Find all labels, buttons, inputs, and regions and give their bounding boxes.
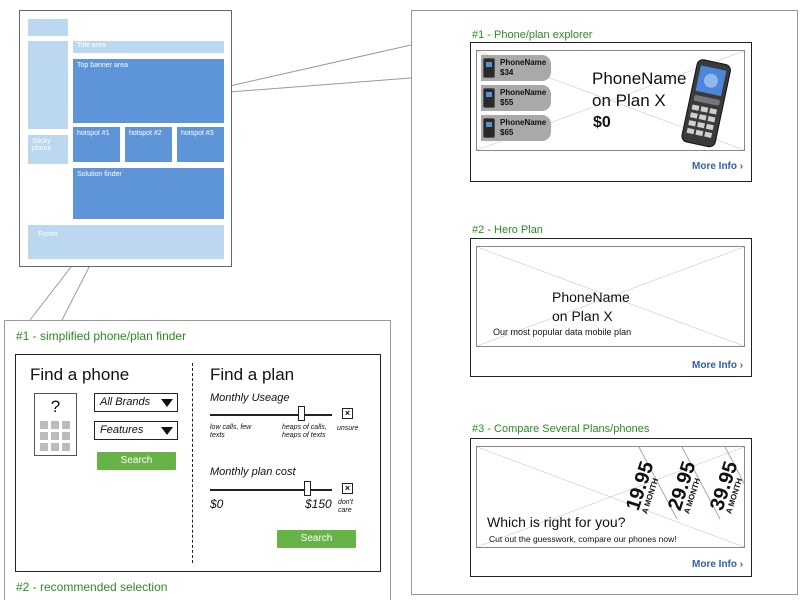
phone-thumbnail-icon [483, 58, 495, 78]
phone-list-item[interactable]: PhoneName $65 [481, 115, 551, 141]
unsure-label: unsure [337, 425, 359, 432]
explorer-headline-2: on Plan X [592, 91, 666, 110]
keypad-icon [40, 421, 70, 451]
phone-thumbnail-icon [483, 88, 495, 108]
hotspot-3-block: hotspot #3 [177, 127, 224, 162]
finder-divider [192, 363, 193, 563]
phone-list-item[interactable]: PhoneName $55 [481, 85, 551, 111]
phone-plan-explorer: PhoneName $34 PhoneName $55 PhoneName $6… [470, 42, 752, 182]
phone-plan-finder: Find a phone ? All Brands Features Searc… [15, 354, 381, 572]
recommended-section-title: #2 - recommended selection [16, 580, 168, 594]
hero-plan: PhoneName on Plan X Our most popular dat… [470, 238, 752, 377]
phone-price: $55 [500, 98, 514, 107]
cost-min-label: $0 [210, 497, 224, 511]
plan-search-button[interactable]: Search [277, 530, 356, 548]
footer-block: Footer [28, 225, 224, 259]
usage-slider-track [210, 414, 332, 416]
hero-subtext: Our most popular data mobile plan [493, 327, 632, 337]
find-phone-heading: Find a phone [30, 365, 130, 384]
page-layout-wireframe: Title area Top banner area Sticky phone … [19, 10, 232, 267]
phone-list-item[interactable]: PhoneName $34 [481, 55, 551, 81]
phone-placeholder-icon: ? [34, 393, 77, 456]
hero-headline-2: on Plan X [552, 308, 613, 324]
compare-title: #3 - Compare Several Plans/phones [472, 423, 650, 435]
phone-name: PhoneName [500, 88, 547, 97]
left-column-block [28, 41, 68, 129]
features-select-value: Features [100, 424, 144, 436]
hero-image-placeholder: PhoneName on Plan X Our most popular dat… [476, 246, 745, 347]
top-banner-block: Top banner area [73, 59, 224, 123]
phone-thumbnail-icon [483, 118, 495, 138]
brand-select-value: All Brands [100, 396, 151, 408]
phone-handset-icon [681, 59, 731, 148]
dont-care-checkbox[interactable]: × [342, 483, 353, 494]
compare-question: Which is right for you? [487, 514, 626, 530]
explorer-more-info-link[interactable]: More Info › [692, 161, 744, 172]
unsure-checkbox[interactable]: × [342, 408, 353, 419]
explorer-title: #1 - Phone/plan explorer [472, 29, 593, 41]
solution-finder-block: Solution finder [73, 168, 224, 219]
explorer-headline-1: PhoneName [592, 69, 687, 88]
cost-max-label: $150 [305, 497, 332, 511]
hotspot-1-block: hotspot #1 [73, 127, 120, 162]
cost-slider-track [210, 489, 332, 491]
compare-image-placeholder: 19.95 A MONTH 29.95 A MONTH 39.95 A MONT… [476, 446, 745, 548]
price-divider-lines [638, 447, 744, 520]
phone-price: $34 [500, 68, 514, 77]
chevron-down-icon [161, 399, 173, 407]
finder-section-title: #1 - simplified phone/plan finder [16, 329, 187, 343]
title-area-block: Title area [73, 41, 224, 53]
compare-plans: 19.95 A MONTH 29.95 A MONTH 39.95 A MONT… [470, 438, 752, 577]
usage-min-caption: low calls, few texts [210, 424, 252, 439]
explorer-image-placeholder: PhoneName $34 PhoneName $55 PhoneName $6… [476, 50, 745, 151]
monthly-cost-label: Monthly plan cost [210, 466, 296, 478]
phone-search-button[interactable]: Search [97, 452, 176, 470]
explorer-headline-price: $0 [593, 114, 611, 131]
compare-subtext: Cut out the guesswork, compare our phone… [489, 534, 677, 544]
sticky-phone-block: Sticky phone [28, 135, 68, 164]
cost-slider-handle[interactable] [304, 481, 312, 496]
hero-headline-1: PhoneName [552, 289, 630, 305]
hero-title: #2 - Hero Plan [472, 224, 543, 236]
usage-slider-handle[interactable] [298, 406, 305, 421]
hotspot-2-block: hotspot #2 [125, 127, 172, 162]
logo-block [28, 19, 68, 36]
chevron-down-icon [161, 427, 173, 435]
unknown-phone-glyph: ? [50, 397, 61, 416]
features-select[interactable]: Features [94, 421, 178, 440]
compare-more-info-link[interactable]: More Info › [692, 559, 744, 570]
phone-name: PhoneName [500, 118, 547, 127]
usage-max-caption: heaps of calls, heaps of texts [282, 424, 327, 439]
hero-more-info-link[interactable]: More Info › [692, 360, 744, 371]
phone-name: PhoneName [500, 58, 547, 67]
monthly-usage-label: Monthly Useage [210, 392, 290, 404]
phone-price: $65 [500, 128, 514, 137]
find-plan-heading: Find a plan [210, 365, 295, 384]
brand-select[interactable]: All Brands [94, 393, 178, 412]
dont-care-label: don't care [338, 499, 353, 514]
